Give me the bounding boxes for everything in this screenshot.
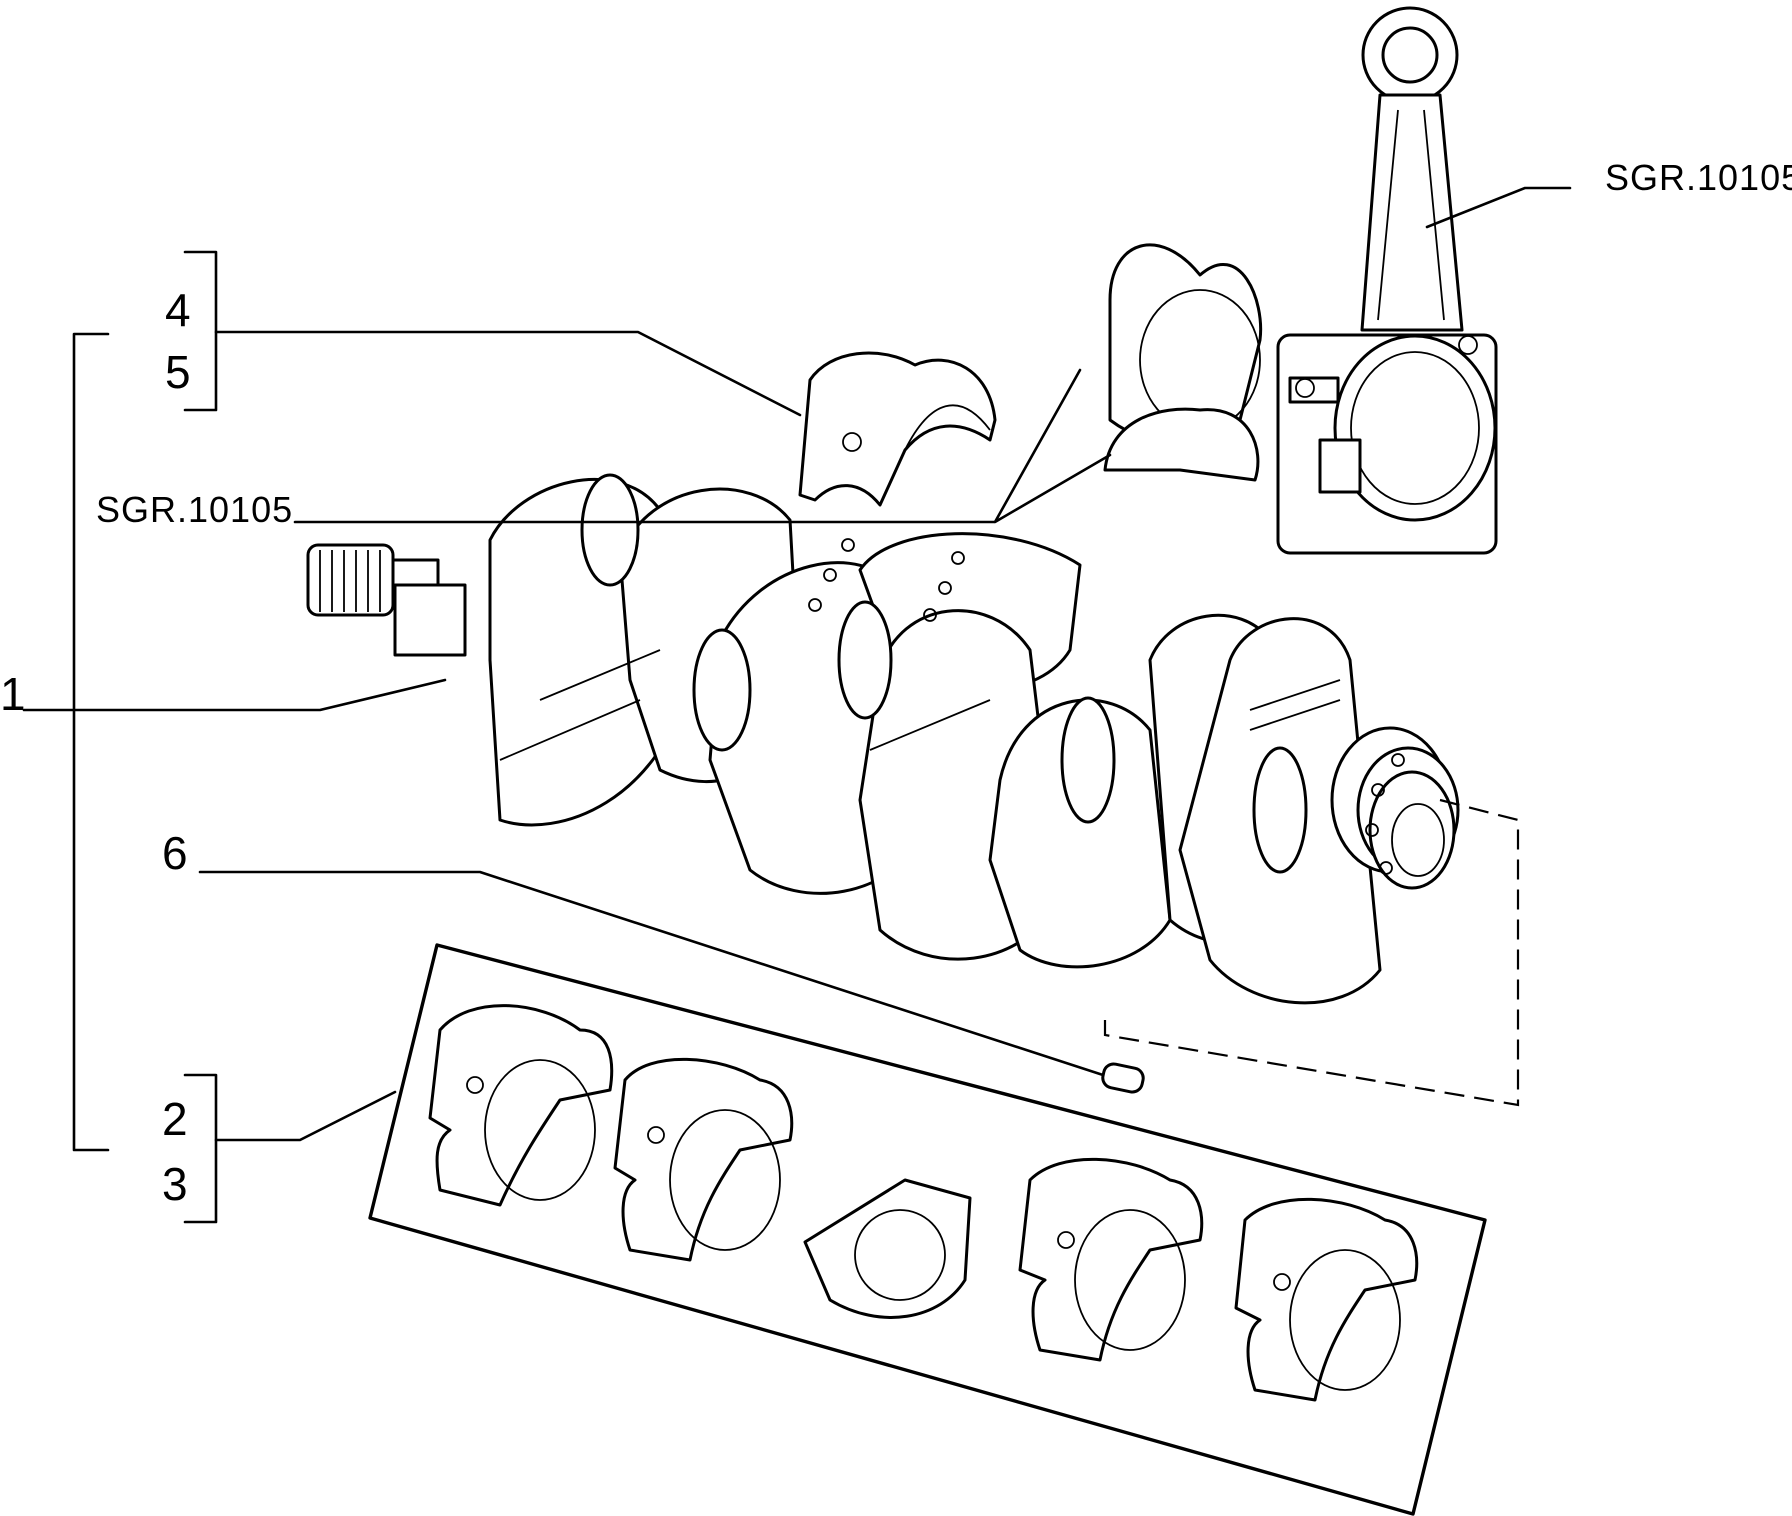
callout-2: 2 <box>162 1093 188 1145</box>
conrod-bearing-shells <box>1103 243 1263 482</box>
leader-6 <box>198 870 1105 1077</box>
callout-6: 6 <box>162 827 188 879</box>
leader-ref-conrod <box>1425 186 1572 229</box>
dowel-position-dashline <box>1103 798 1520 1107</box>
leader-1 <box>22 678 447 712</box>
crankshaft <box>306 473 1460 1005</box>
callout-3: 3 <box>162 1158 188 1210</box>
main-bearing-set-frame <box>368 943 1487 1516</box>
main-bearing-shells <box>428 1004 1419 1402</box>
ref-label-bearing: SGR.10105 <box>96 489 293 530</box>
leader-4-5 <box>214 330 802 417</box>
ref-label-conrod: SGR.10105 <box>1605 157 1792 198</box>
bracket-1 <box>72 332 110 1152</box>
callout-5: 5 <box>165 346 191 398</box>
bracket-2-3 <box>183 1073 218 1224</box>
callout-4: 4 <box>165 284 191 336</box>
leader-2-3 <box>214 1090 397 1142</box>
dowel-pin <box>1101 1062 1145 1094</box>
connecting-rod <box>1276 6 1498 555</box>
callout-1: 1 <box>0 668 26 720</box>
thrust-half-bearing <box>798 351 997 507</box>
leader-ref-bearing <box>293 368 1112 524</box>
